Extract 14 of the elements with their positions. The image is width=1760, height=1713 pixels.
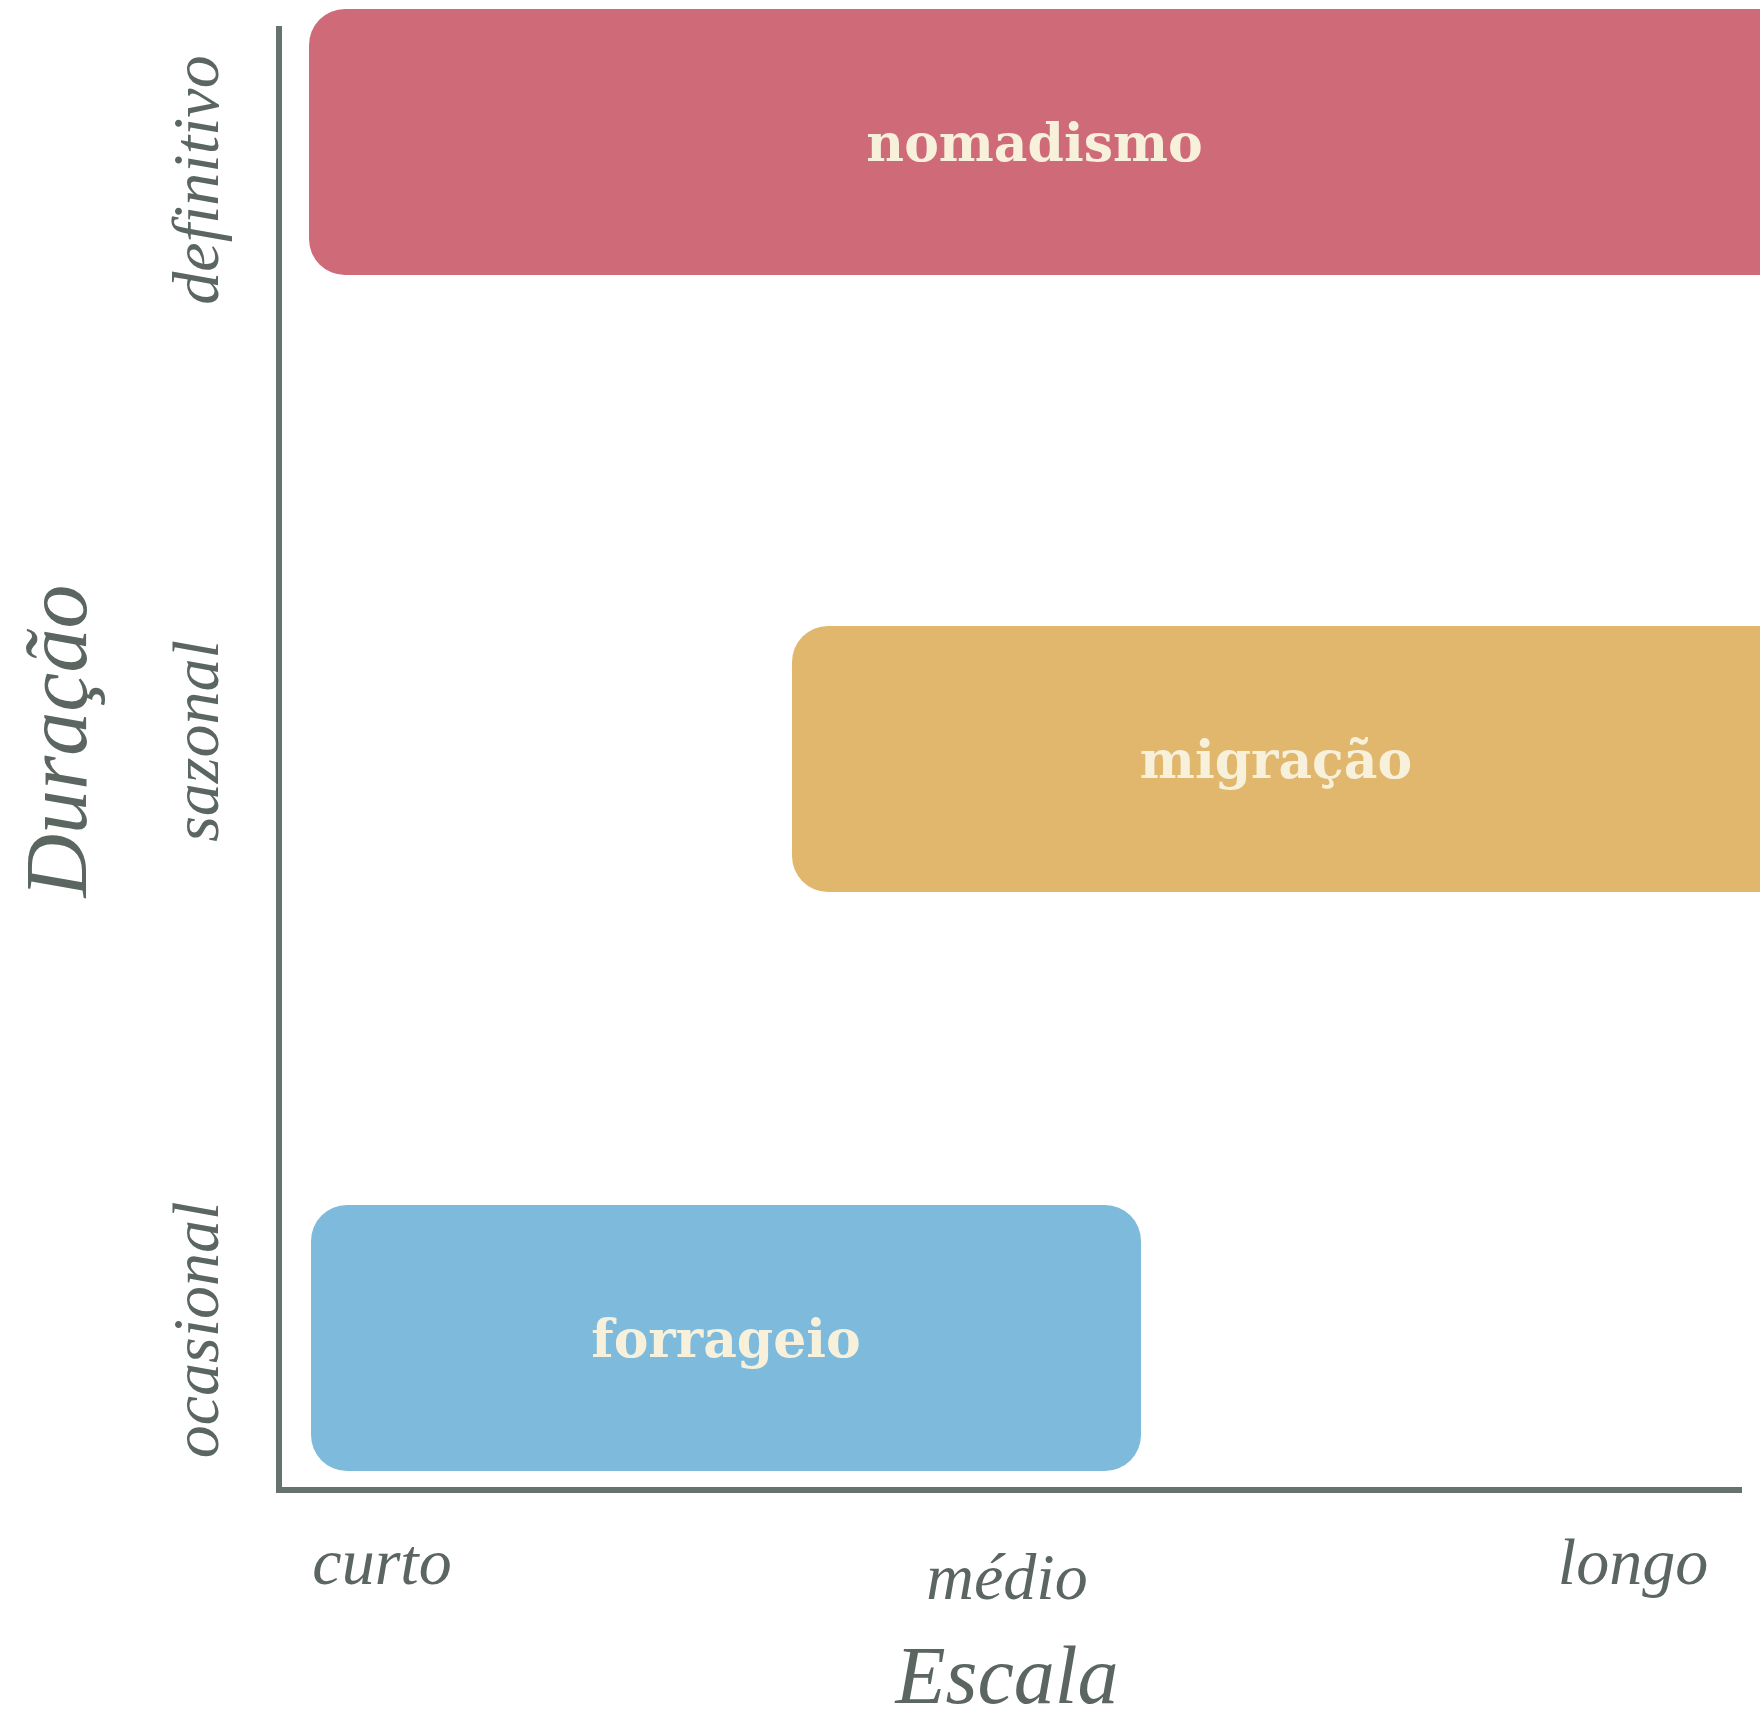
tick-label: ocasional <box>158 1201 233 1459</box>
tick-label: longo <box>1557 1524 1709 1600</box>
tick-label: médio <box>926 1539 1088 1615</box>
bar-label: forrageio <box>591 1307 861 1369</box>
range-bar <box>311 1205 1141 1471</box>
range-bar <box>309 9 1760 275</box>
tick-label: sazonal <box>158 640 233 842</box>
bar-label: migração <box>1139 728 1413 790</box>
tick-label: definitivo <box>158 55 233 305</box>
bar-label: nomadismo <box>866 111 1203 173</box>
range-bar <box>792 626 1760 892</box>
tick-label: curto <box>312 1524 452 1600</box>
axis-title: Escala <box>895 1629 1119 1713</box>
axis-title: Duração <box>6 584 106 898</box>
